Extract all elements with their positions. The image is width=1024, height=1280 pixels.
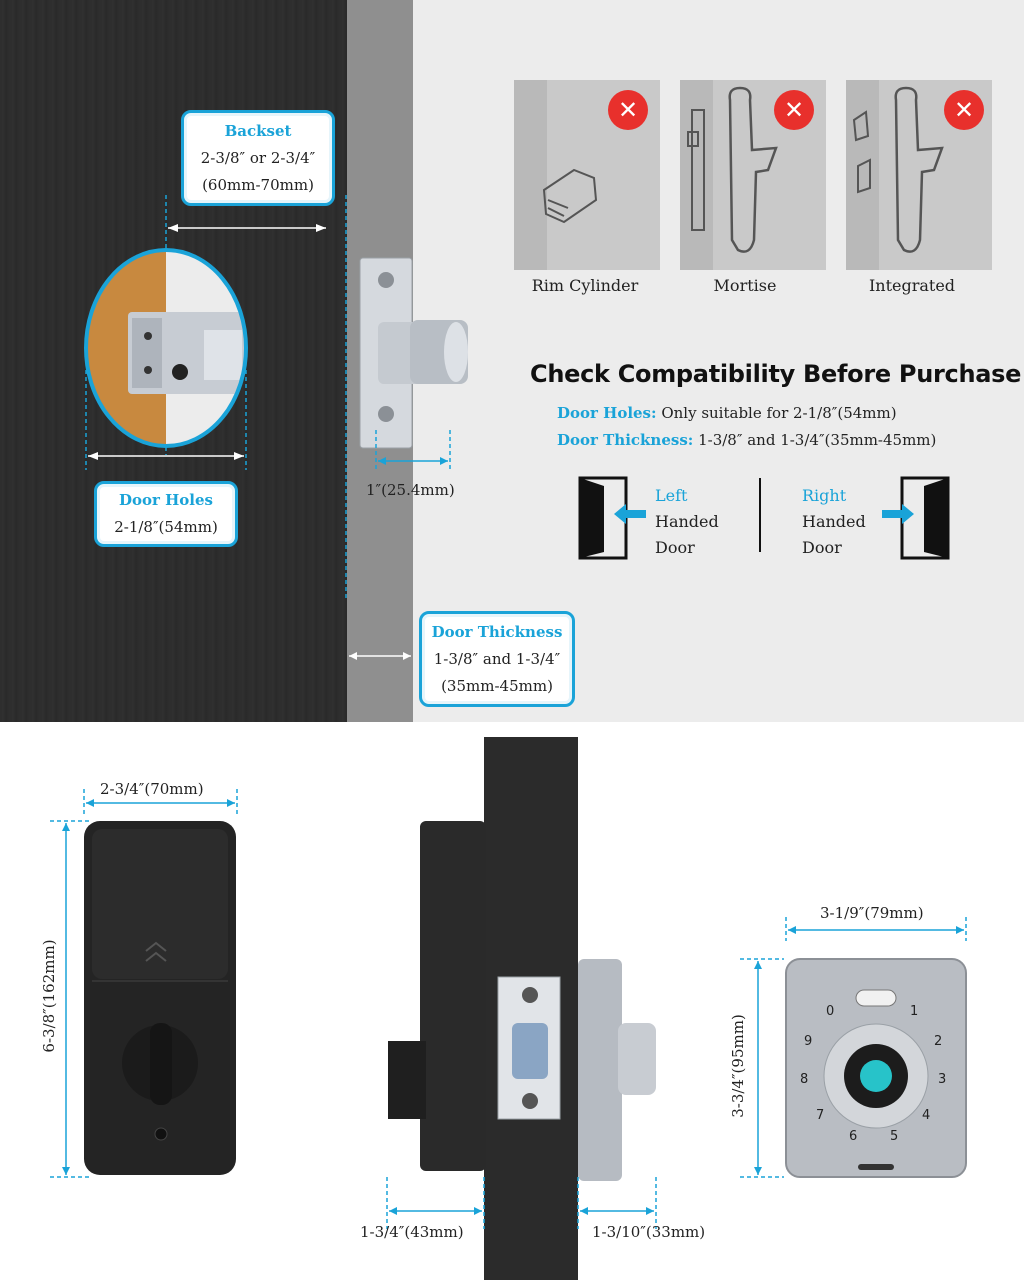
rim-cylinder-label: Rim Cylinder [531, 276, 639, 295]
keypad-digit-3: 3 [938, 1072, 947, 1087]
door-holes-key: Door Holes: [557, 404, 657, 422]
keypad-digit-1: 1 [910, 1004, 919, 1019]
right-handed-text: Right Handed Door [802, 483, 866, 561]
right-label: Right [802, 486, 847, 505]
interior-depth-label: 1-3/4″(43mm) [360, 1223, 464, 1241]
left-handed-door-icon [578, 476, 646, 560]
left-label: Left [655, 486, 688, 505]
backset-line2: (60mm-70mm) [202, 176, 314, 194]
door-thickness-callout: Door Thickness 1-3/8″ and 1-3/4″ (35mm-4… [419, 611, 575, 707]
x-icon: ✕ [774, 90, 814, 130]
door-holes-title: Door Holes [118, 491, 213, 509]
interior-width-label: 2-3/4″(70mm) [100, 780, 204, 798]
integrated-icon [852, 86, 944, 253]
latch-length-label: 1″(25.4mm) [366, 481, 455, 499]
keypad-digit-9: 9 [804, 1034, 813, 1049]
exterior-depth-label: 1-3/10″(33mm) [592, 1223, 706, 1241]
door-thickness-key: Door Thickness: [557, 431, 694, 449]
x-icon: ✕ [608, 90, 648, 130]
keypad-unit [785, 958, 967, 1178]
interior-unit [84, 821, 236, 1175]
door-thickness-value: 1-3/8″ and 1-3/4″(35mm-45mm) [698, 431, 937, 449]
left-door-label: Door [655, 538, 695, 557]
right-handed-label: Handed [802, 512, 866, 531]
integrated-card: ✕ [846, 80, 992, 270]
latch-diagram [84, 195, 468, 660]
door-holes-callout: Door Holes 2-1/8″(54mm) [94, 481, 238, 547]
side-view-unit [388, 737, 656, 1280]
compatibility-heading: Check Compatibility Before Purchase [530, 360, 1022, 388]
door-hole-closeup [86, 250, 246, 446]
left-handed-text: Left Handed Door [655, 483, 719, 561]
door-thickness-line2: (35mm-45mm) [441, 677, 553, 695]
dimensions-panel: 2-3/4″(70mm) 6-3/8″(162mm) 1-3/4″(43mm) … [0, 737, 1024, 1280]
backset-title: Backset [224, 122, 292, 140]
mortise-icon [687, 86, 778, 253]
backset-line1: 2-3/8″ or 2-3/4″ [200, 149, 316, 167]
right-door-label: Door [802, 538, 842, 557]
keypad-digit-0: 0 [826, 1004, 835, 1019]
right-handed-door-icon [882, 476, 950, 560]
keypad-digit-5: 5 [890, 1129, 899, 1144]
backset-callout: Backset 2-3/8″ or 2-3/4″ (60mm-70mm) [181, 110, 335, 206]
left-handed-label: Handed [655, 512, 719, 531]
integrated-label: Integrated [868, 276, 956, 295]
keypad-digit-6: 6 [849, 1129, 858, 1144]
door-holes-value: Only suitable for 2-1/8″(54mm) [661, 404, 897, 422]
keypad-digit-4: 4 [922, 1108, 931, 1123]
door-thickness-title: Door Thickness [431, 623, 563, 641]
rim-cylinder-card: ✕ [514, 80, 660, 270]
rim-cylinder-icon [542, 168, 598, 224]
door-holes-spec: Door Holes: Only suitable for 2-1/8″(54m… [557, 404, 897, 422]
dimensions-diagram [50, 737, 967, 1280]
door-holes-line1: 2-1/8″(54mm) [114, 518, 218, 536]
keypad-digit-8: 8 [800, 1072, 809, 1087]
keypad-digit-7: 7 [816, 1108, 825, 1123]
mortise-label: Mortise [713, 276, 777, 295]
handing-divider [759, 478, 761, 552]
door-thickness-line1: 1-3/8″ and 1-3/4″ [433, 650, 561, 668]
keypad-digits: 0 1 2 3 4 5 6 7 8 9 [0, 737, 1024, 1280]
keypad-digit-2: 2 [934, 1034, 943, 1049]
installation-panel: Backset 2-3/8″ or 2-3/4″ (60mm-70mm) Doo… [0, 0, 1024, 722]
door-thickness-spec: Door Thickness: 1-3/8″ and 1-3/4″(35mm-4… [557, 431, 936, 449]
x-icon: ✕ [944, 90, 984, 130]
keypad-width-label: 3-1/9″(79mm) [820, 904, 924, 922]
mortise-card: ✕ [680, 80, 826, 270]
